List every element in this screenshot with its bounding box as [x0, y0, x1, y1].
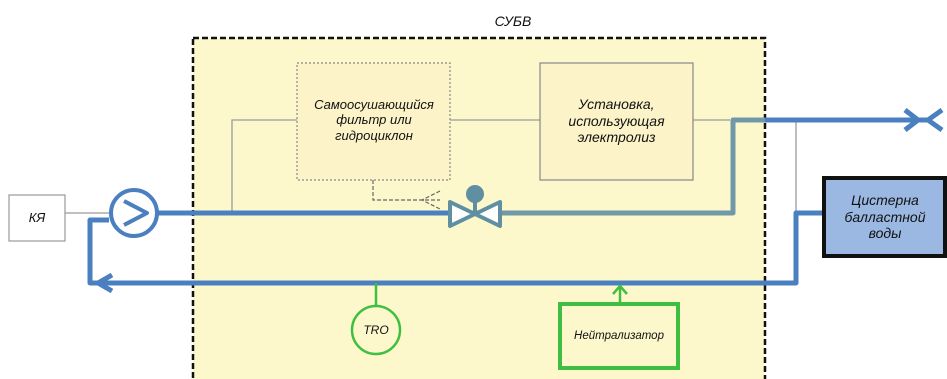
- tro-label: TRO: [363, 322, 389, 337]
- neutralizer-label: Нейтрализатор: [574, 330, 664, 343]
- ky-box: [8, 194, 66, 242]
- ky-label: КЯ: [28, 210, 46, 226]
- pump-icon: [109, 188, 159, 238]
- filter-box: [296, 62, 451, 181]
- filter-label: Самоосушающийся фильтр или гидроциклон: [314, 96, 434, 143]
- ballast-tank-label: Цистерна балластной воды: [844, 191, 926, 242]
- electrolysis-box: [539, 62, 694, 181]
- neutralizer-unit: [558, 284, 680, 370]
- valve-control-line: [372, 180, 441, 210]
- electrolysis-label: Установка, использующая электролиз: [568, 95, 665, 146]
- system-title: СУБВ: [494, 12, 532, 29]
- tro-sensor: [350, 283, 402, 356]
- overboard-discharge: [765, 107, 944, 133]
- ballast-tank-box: [822, 176, 947, 258]
- control-valve-icon: [448, 185, 502, 228]
- treated-water-pipe: [450, 117, 765, 216]
- intake-pipe: [87, 217, 109, 286]
